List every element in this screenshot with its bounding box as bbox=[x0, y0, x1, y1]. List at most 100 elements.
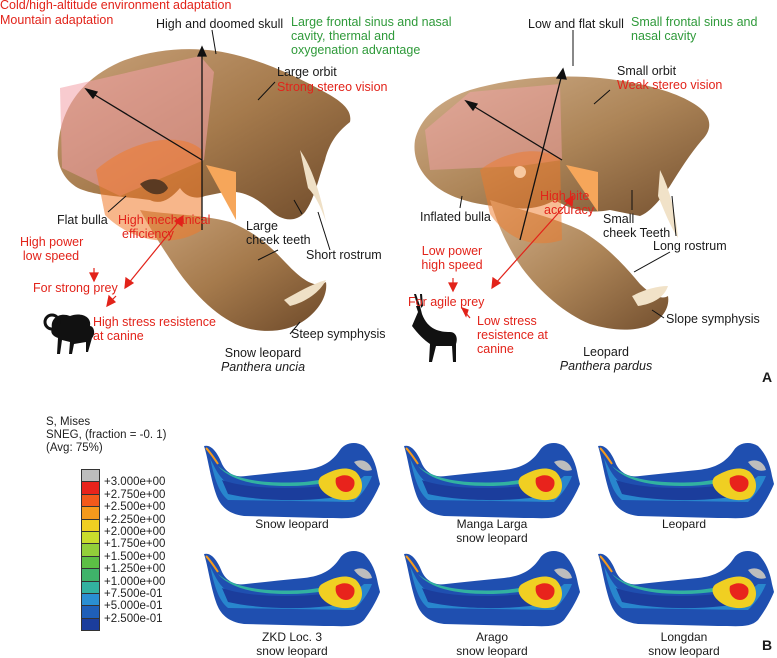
legend-title-2: SNEG, (fraction = -0. 1) bbox=[46, 429, 167, 441]
jaw-ramus-stress bbox=[205, 447, 219, 465]
snow-leopard-orbit: Large orbit bbox=[277, 65, 337, 79]
leopard-cheek-2: cheek Teeth bbox=[603, 226, 671, 240]
snow-leopard-mechanical-1: High mechanical bbox=[118, 213, 211, 227]
leopard-accuracy-1: High bite bbox=[540, 189, 590, 203]
snow-leopard-power-2: low speed bbox=[22, 249, 80, 263]
legend-title-3: (Avg: 75%) bbox=[46, 442, 103, 454]
snow-leopard-bulla: Flat bulla bbox=[57, 213, 108, 227]
leopard-vision: Weak stereo vision bbox=[617, 78, 723, 92]
jaw-ramus-stress bbox=[205, 555, 219, 573]
legend-value: +1.250e+00 bbox=[104, 563, 166, 576]
leader-lines bbox=[107, 29, 677, 335]
leopard-symphysis: Slope symphysis bbox=[666, 312, 760, 326]
fea-model-label: Snow leopard bbox=[255, 517, 329, 531]
leopard-arrow-upper bbox=[469, 103, 563, 161]
legend-value: +3.000e+00 bbox=[104, 476, 166, 489]
leopard-bulla-spot bbox=[514, 166, 526, 178]
fea-jaw-model bbox=[404, 551, 580, 627]
fea-model-label: snow leopard bbox=[648, 644, 720, 658]
fea-model-label: Manga Larga bbox=[456, 517, 528, 531]
legend-value: +2.250e+00 bbox=[104, 513, 166, 526]
jaw-canine bbox=[748, 568, 766, 579]
snow-leopard-mandible bbox=[140, 210, 327, 331]
panel-b-label: B bbox=[762, 637, 773, 653]
leopard-orange-overlay bbox=[480, 151, 562, 244]
fea-model-label: Longdan bbox=[660, 630, 708, 644]
snow-leopard-stress-2: at canine bbox=[93, 329, 144, 343]
leopard-accuracy-2: accuracy bbox=[544, 203, 595, 217]
snow-leopard-rostrum: Short rostrum bbox=[306, 248, 382, 262]
leopard-stress-2: resistence at bbox=[477, 328, 548, 342]
leopard-skull-shape: Low and flat skull bbox=[528, 17, 624, 31]
leopard-common-name: Leopard bbox=[583, 345, 629, 359]
leopard-bulla: Inflated bulla bbox=[420, 210, 491, 224]
snow-leopard-upper-canine bbox=[300, 150, 326, 222]
jaw-ramus-stress bbox=[405, 447, 419, 465]
snow-leopard-sinus-1: Large frontal sinus and nasal bbox=[291, 15, 452, 29]
legend-value: +1.500e+00 bbox=[104, 550, 166, 563]
legend-value: +1.000e+00 bbox=[104, 575, 166, 588]
red-arrows bbox=[89, 194, 574, 319]
fea-jaw-model bbox=[598, 551, 774, 627]
jaw-canine bbox=[748, 460, 766, 471]
jaw-ramus-stress bbox=[599, 555, 613, 573]
snow-leopard-lower-canine bbox=[284, 280, 326, 306]
jaw-stress-peak bbox=[335, 583, 355, 600]
legend-value: +2.750e+00 bbox=[104, 488, 166, 501]
snow-leopard-adaptation-line2: Mountain adaptation bbox=[0, 13, 114, 27]
leopard-prey: For agile prey bbox=[408, 295, 485, 309]
snow-leopard-orange-triangle bbox=[206, 165, 236, 220]
leopard-power-2: high speed bbox=[421, 258, 483, 272]
snow-leopard-species: Panthera uncia bbox=[220, 360, 306, 374]
leopard-stress-3: canine bbox=[477, 342, 514, 356]
legend-value: +2.500e+00 bbox=[104, 501, 166, 514]
fea-jaw-model bbox=[204, 551, 380, 627]
snow-leopard-symphysis: Steep symphysis bbox=[291, 327, 386, 341]
fea-model-label: snow leopard bbox=[456, 644, 528, 658]
antelope-icon bbox=[412, 294, 457, 362]
jaw-canine bbox=[354, 460, 372, 471]
legend-value: +7.500e-01 bbox=[104, 587, 163, 600]
skull-drawings bbox=[43, 29, 710, 362]
legend-swatch bbox=[81, 617, 100, 632]
fea-model-label: Leopard bbox=[661, 517, 707, 531]
snow-leopard-prey: For strong prey bbox=[33, 281, 118, 295]
snow-leopard-adaptation-line1: Cold/high-altitude environment adaptatio… bbox=[0, 0, 232, 12]
leopard-lower-canine bbox=[632, 286, 668, 306]
jaw-cavity bbox=[616, 584, 748, 609]
legend-value: +5.000e-01 bbox=[104, 600, 163, 613]
snow-leopard-stress-1: High stress resistence bbox=[93, 315, 216, 329]
jaw-canine bbox=[554, 460, 572, 471]
snow-leopard-sinus-3: oxygenation advantage bbox=[291, 43, 421, 57]
snow-leopard-sinus-2: cavity, thermal and bbox=[291, 29, 395, 43]
legend-value: +1.750e+00 bbox=[104, 538, 166, 551]
jaw-stress-peak bbox=[729, 583, 749, 600]
jaw-stress-peak bbox=[335, 475, 355, 492]
snow-leopard-cheek-1: Large bbox=[246, 219, 278, 233]
leopard-stress-1: Low stress bbox=[477, 314, 537, 328]
leopard-upper-canine bbox=[658, 170, 678, 238]
jaw-ramus-stress bbox=[405, 555, 419, 573]
leopard-species: Panthera pardus bbox=[559, 359, 653, 373]
leopard-orange-triangle bbox=[566, 165, 598, 212]
snow-leopard-arrow-upper bbox=[89, 91, 203, 161]
leopard-skull bbox=[414, 76, 710, 330]
stress-color-legend bbox=[81, 469, 100, 632]
jaw-canine bbox=[354, 568, 372, 579]
snow-leopard-red-arrow-diagonal bbox=[127, 219, 181, 285]
fea-model-label: ZKD Loc. 3 bbox=[261, 630, 323, 644]
skull-axis-arrows bbox=[84, 45, 567, 241]
leopard-cheek-1: Small bbox=[603, 212, 635, 226]
legend-title-1: S, Mises bbox=[46, 416, 91, 428]
fea-jaw-model bbox=[204, 443, 380, 519]
panel-a-label: A bbox=[762, 369, 773, 385]
snow-leopard-skull bbox=[57, 49, 351, 331]
leopard-orbit: Small orbit bbox=[617, 64, 677, 78]
snow-leopard-power-1: High power bbox=[20, 235, 84, 249]
snow-leopard-mechanical-2: efficiency bbox=[122, 227, 174, 241]
leopard-rostrum: Long rostrum bbox=[653, 239, 727, 253]
snow-leopard-skull-shape: High and doomed skull bbox=[156, 17, 284, 31]
jaw-ramus-stress bbox=[599, 447, 613, 465]
